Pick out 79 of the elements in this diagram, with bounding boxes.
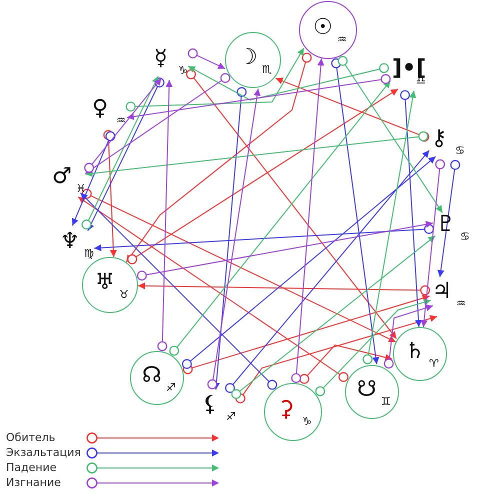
legend-label: Экзальтация: [6, 447, 81, 458]
arrow: [126, 52, 312, 263]
zodiac-sign: ♍: [84, 248, 94, 259]
arrow: [225, 150, 430, 393]
arrow: [182, 294, 430, 374]
arrow: [84, 78, 162, 173]
zodiac-sign: ♓: [76, 183, 86, 194]
planet-symbol: ⚸: [202, 394, 218, 416]
arrow: [231, 235, 436, 399]
planet-circle: [82, 257, 138, 313]
zodiac-sign: ♑: [302, 416, 312, 427]
zodiac-sign: ♈: [429, 358, 439, 369]
planet-symbol: ♄: [405, 341, 425, 363]
zodiac-sign: ♋: [455, 145, 465, 156]
planet-circle: [393, 327, 447, 381]
zodiac-sign: ♉: [119, 289, 129, 300]
arrow: [235, 315, 438, 404]
legend-label: Изгнание: [6, 477, 61, 488]
planet-circle: [225, 32, 281, 88]
zodiac-sign: ♒: [337, 34, 347, 45]
arrow: [188, 48, 226, 70]
planet-symbol: ♅: [95, 272, 115, 294]
planet-circle: [264, 383, 322, 441]
arrow: [384, 304, 434, 369]
arrow: [82, 76, 159, 230]
planet-symbol: ♃: [432, 281, 452, 303]
planet-symbol: ☊: [142, 365, 162, 387]
planet-circle: [345, 365, 399, 419]
arrow: [207, 88, 261, 390]
arrow: [169, 80, 391, 356]
arrow: [331, 58, 380, 365]
arrow: [127, 88, 398, 264]
arrow: [138, 282, 430, 296]
arrow: [126, 48, 304, 112]
planet-symbol: ⚷: [431, 128, 448, 150]
arrow: [94, 224, 434, 252]
arrow: [157, 80, 173, 352]
arrow: [87, 78, 164, 232]
zodiac-sign: ♏: [262, 64, 272, 75]
arrow: [182, 156, 436, 369]
arrow: [72, 131, 116, 226]
zodiac-sign: ♐: [226, 411, 236, 422]
arrow: [103, 130, 117, 258]
planet-symbol: ⚳: [278, 399, 294, 421]
planet-symbol: ♆: [60, 231, 80, 253]
planet-symbol: ☉: [313, 17, 333, 39]
zodiac-sign: ♋: [460, 231, 470, 242]
arrow: [136, 220, 434, 281]
zodiac-sign: ♒: [456, 298, 466, 309]
arrow: [80, 192, 278, 390]
planet-symbol: ☿: [154, 48, 168, 70]
arrow: [299, 344, 393, 384]
planet-circle: [299, 1, 357, 59]
planet-symbol: ☋: [357, 379, 377, 401]
arrow: [291, 58, 324, 384]
arrow: [275, 78, 430, 142]
arrow: [78, 196, 348, 382]
arrow: [400, 90, 422, 328]
arrow: [84, 73, 230, 174]
arrow: [126, 74, 391, 120]
arrow: [315, 298, 432, 396]
arrow: [82, 188, 396, 342]
zodiac-sign: ♒: [116, 115, 126, 126]
arrow: [186, 69, 397, 340]
zodiac-sign: ♐: [166, 382, 176, 393]
planet-symbol: ☽: [238, 47, 258, 69]
planet-circle: [130, 351, 184, 405]
arrow: [338, 56, 443, 214]
arrow: [188, 63, 389, 101]
planet-symbol: ♀: [92, 98, 108, 120]
zodiac-sign: ♑: [178, 65, 188, 76]
planet-symbol: ♂: [52, 166, 72, 188]
arrow: [212, 87, 247, 390]
legend-label: Падение: [6, 462, 56, 473]
arrow: [362, 90, 416, 364]
arrow: [85, 131, 428, 177]
arrow: [420, 159, 446, 328]
legend-label: Обитель: [6, 432, 56, 443]
zodiac-sign: ♊: [381, 396, 391, 407]
